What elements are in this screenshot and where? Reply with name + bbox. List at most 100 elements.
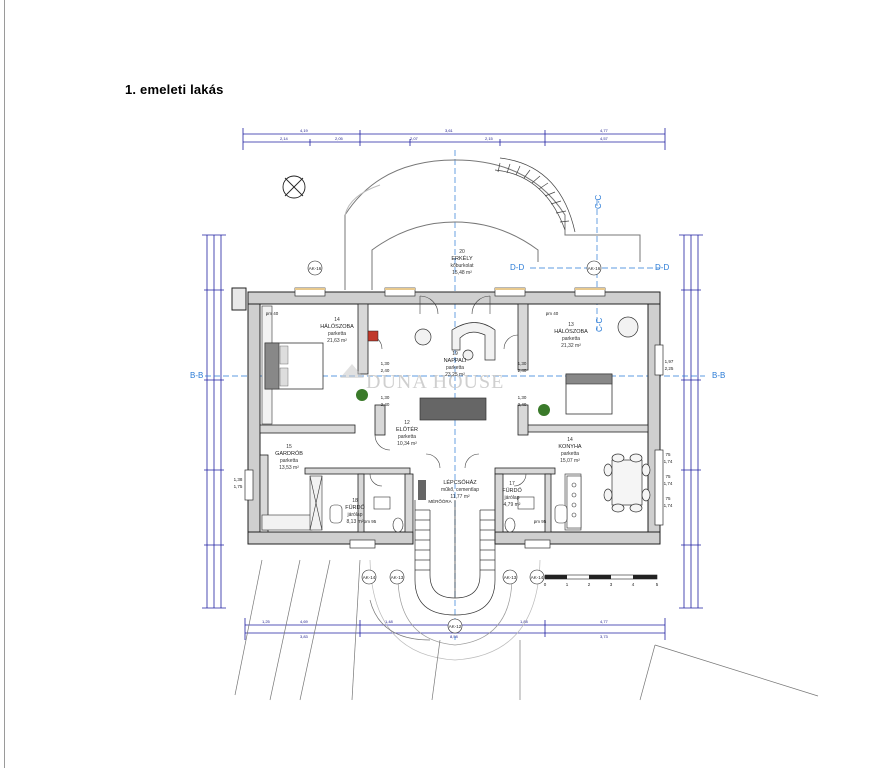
svg-text:15,07 m²: 15,07 m²: [560, 458, 580, 464]
bathroom-fixtures: [329, 496, 568, 533]
dim-bottom1-e: 4,77: [600, 619, 609, 624]
plant-icons: [356, 389, 550, 416]
svg-text:12: 12: [404, 420, 410, 426]
svg-text:kőburkolat: kőburkolat: [450, 263, 474, 269]
svg-text:pm 95: pm 95: [364, 519, 377, 524]
bed-right: [565, 373, 613, 415]
windows: [244, 287, 664, 549]
room-20-balcony: 20 ERKÉLY kőburkolat 15,48 m²: [450, 249, 474, 276]
svg-text:parketta: parketta: [561, 451, 579, 457]
dim-top2-d: 2,15: [485, 136, 494, 141]
svg-text:pm 40: pm 40: [546, 311, 559, 316]
svg-text:2,40: 2,40: [518, 402, 527, 407]
svg-text:FÜRDŐ: FÜRDŐ: [345, 504, 365, 511]
svg-text:LÉPCSŐHÁZ: LÉPCSŐHÁZ: [443, 479, 477, 486]
svg-text:75: 75: [665, 474, 671, 479]
svg-text:járólap: járólap: [346, 512, 362, 518]
svg-text:8,13 m²: 8,13 m²: [347, 519, 364, 525]
svg-text:parketta: parketta: [562, 336, 580, 342]
section-bb-right: B-B: [712, 371, 725, 380]
dim-top1-c: 4,77: [600, 128, 609, 133]
svg-text:GARDRÓB: GARDRÓB: [275, 450, 303, 457]
section-cc-bottom: C-C: [595, 318, 604, 332]
svg-text:HÁLÓSZOBA: HÁLÓSZOBA: [320, 323, 354, 330]
dim-bottom1-b: 4,69: [300, 619, 309, 624]
dim-top1-b: 3,61: [445, 128, 454, 133]
page-edge: [4, 0, 5, 768]
svg-text:1,30: 1,30: [381, 395, 390, 400]
scale-tick-1: 1: [566, 582, 569, 587]
svg-text:1,97: 1,97: [665, 359, 674, 364]
svg-text:18: 18: [352, 498, 358, 504]
svg-text:15: 15: [286, 444, 292, 450]
svg-text:11,77 m²: 11,77 m²: [450, 494, 470, 500]
scale-tick-5: 5: [656, 582, 659, 587]
tag-ak14-right: AK-14: [531, 575, 544, 580]
svg-text:műkő, cementlap: műkő, cementlap: [441, 487, 479, 493]
svg-text:13,53 m²: 13,53 m²: [279, 465, 299, 471]
svg-text:parketta: parketta: [328, 331, 346, 337]
section-cc-top: C-C: [594, 195, 603, 209]
room-19-living: 19 NAPPALI parketta 23,25 m²: [444, 351, 467, 378]
watermark-logo: [340, 364, 364, 378]
dim-bottom1-d: 1,88: [520, 619, 529, 624]
tag-ak16-right: AK-16: [588, 266, 601, 271]
site-lines: [234, 559, 819, 701]
svg-text:1,30: 1,30: [518, 361, 527, 366]
svg-text:2,40: 2,40: [518, 368, 527, 373]
room-14-kitchen: 14 KONYHA parketta 15,07 m²: [558, 437, 582, 464]
svg-text:15,48 m²: 15,48 m²: [452, 270, 472, 276]
svg-text:pm 40: pm 40: [266, 311, 279, 316]
svg-text:1,30: 1,30: [381, 361, 390, 366]
svg-text:14: 14: [567, 437, 573, 443]
svg-text:13: 13: [568, 322, 574, 328]
opening-dimensions: 1,30 2,40 1,30 2,40 1,30 2,40 1,30 2,40 …: [234, 311, 674, 524]
svg-text:ELŐTÉR: ELŐTÉR: [396, 426, 418, 433]
svg-text:1,74: 1,74: [664, 503, 673, 508]
svg-text:10,34 m²: 10,34 m²: [397, 441, 417, 447]
dimension-text-bottom: 1,25 4,69 1,48 1,88 4,77 3,83 8,58 3,73: [262, 619, 609, 639]
svg-text:19: 19: [452, 351, 458, 357]
scale-tick-4: 4: [632, 582, 635, 587]
dim-top2-e: 4,57: [600, 136, 609, 141]
armchair-icon: [617, 316, 639, 338]
svg-text:2,25: 2,25: [665, 366, 674, 371]
dimension-text-top: 4,19 3,61 4,77 2,14 2,05 2,07 2,15 4,57: [280, 128, 609, 141]
room-15-wardrobe: 15 GARDRÓB parketta 13,53 m²: [275, 444, 303, 471]
dim-top1-a: 4,19: [300, 128, 309, 133]
dim-bottom1-c: 1,48: [385, 619, 394, 624]
watermark-text: DUNA HOUSE: [366, 371, 504, 393]
svg-text:1,74: 1,74: [664, 481, 673, 486]
section-bb-left: B-B: [190, 371, 203, 380]
svg-text:ERKÉLY: ERKÉLY: [451, 255, 473, 262]
svg-text:1,74: 1,74: [664, 459, 673, 464]
kitchen-dining-set: [603, 453, 651, 513]
svg-text:21,63 m²: 21,63 m²: [327, 338, 347, 344]
kitchen-counter: [566, 475, 582, 529]
living-room-furniture: [414, 322, 496, 421]
scale-tick-0: 0: [544, 582, 547, 587]
door-swings: [367, 295, 527, 487]
dimension-lines-right: [679, 234, 703, 609]
scale-tick-2: 2: [588, 582, 591, 587]
section-dd-right: D-D: [655, 263, 669, 272]
room-stairwell: LÉPCSŐHÁZ műkő, cementlap 11,77 m²: [441, 479, 479, 500]
svg-text:20: 20: [459, 249, 465, 255]
window-accents: [295, 288, 605, 290]
page-title: 1. emeleti lakás: [125, 82, 224, 97]
window-tag-circles: [307, 260, 602, 634]
chimney-marker: [367, 330, 379, 342]
tag-ak13-right: AK-13: [504, 575, 517, 580]
svg-text:1,75: 1,75: [234, 484, 243, 489]
svg-text:parketta: parketta: [280, 458, 298, 464]
tag-ak13-left: AK-13: [391, 575, 404, 580]
tag-ak14-left: AK-14: [363, 575, 376, 580]
scale-bar: [544, 574, 658, 580]
spiral-stair: [494, 157, 576, 233]
north-arrow-icon: [282, 175, 306, 199]
dim-bottom1-a: 1,25: [262, 619, 271, 624]
svg-text:pm 95: pm 95: [534, 519, 547, 524]
dim-top2-a: 2,14: [280, 136, 289, 141]
dim-bottom2-a: 3,83: [300, 634, 309, 639]
